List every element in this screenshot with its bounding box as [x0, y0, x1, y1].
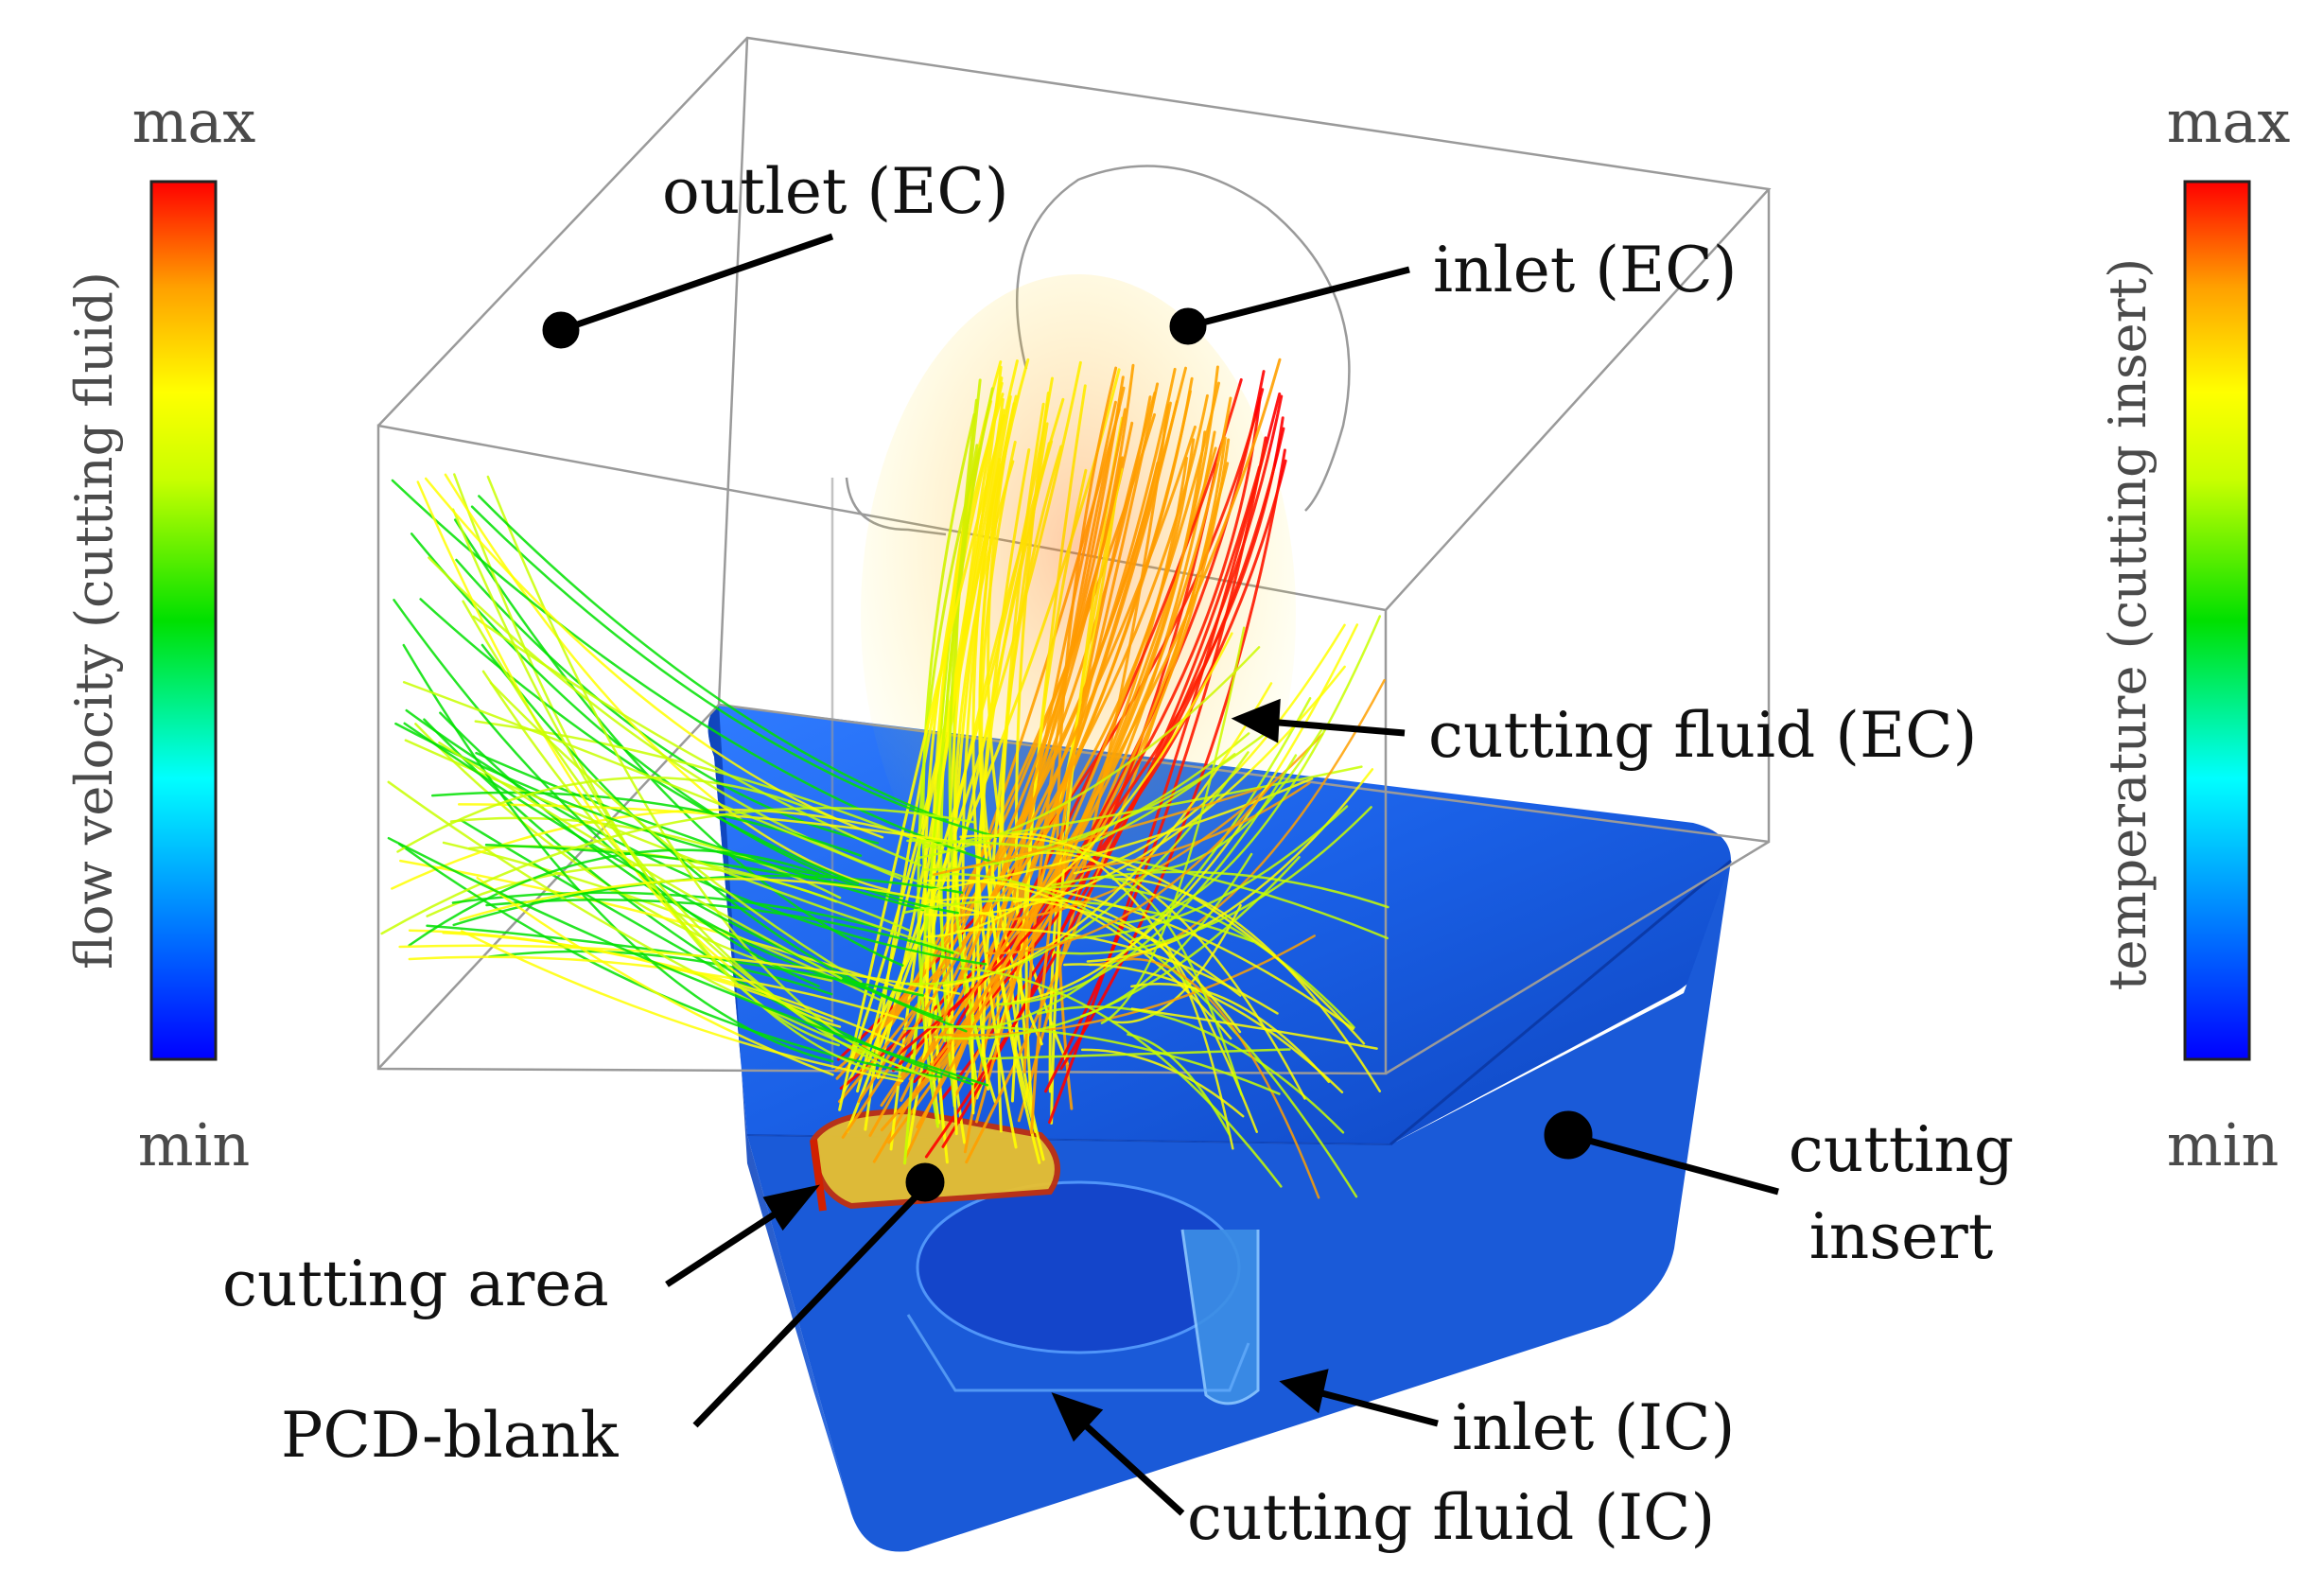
- arrow-cutting-area: [762, 1184, 820, 1231]
- streamline-deflected-left: [475, 751, 925, 912]
- streamline-deflected-left: [424, 477, 884, 839]
- streamline-deflected-left: [487, 950, 833, 996]
- colorbar-right-min-label: min: [2167, 1110, 2280, 1179]
- streamline-deflected-right: [941, 934, 1316, 1037]
- box-inner-edge-1: [717, 37, 749, 706]
- leader-inlet-ec: [1187, 266, 1410, 330]
- legend-flow-velocity: max min flow velocity (cutting fluid): [64, 87, 255, 1179]
- leader-cutting-insert: [1567, 1131, 1779, 1196]
- streamline-deflected-left: [438, 741, 843, 980]
- cutting-edge: [810, 1139, 827, 1212]
- streamline-deflected-left: [442, 932, 905, 1048]
- streamline-deflected-left: [462, 600, 882, 1065]
- streamline-deflected-right: [1130, 1007, 1378, 1050]
- streamline-deflected-left: [430, 791, 863, 857]
- streamline-deflected-left: [439, 711, 870, 991]
- streamline-deflected-left: [486, 475, 912, 1072]
- streamline-deflected-right: [902, 1025, 1281, 1095]
- leader-cutting-fluid-ic: [1075, 1416, 1185, 1516]
- streamline-deflected-left: [485, 899, 954, 954]
- streamline-deflected-left: [408, 848, 820, 947]
- streamline-deflected-left: [481, 643, 944, 1020]
- insert-front-face: [747, 861, 1731, 1552]
- streamline-deflected-right: [1127, 1033, 1232, 1137]
- box-inner-edge-2: [377, 704, 720, 1070]
- box-top-face: [377, 36, 1772, 611]
- streamline-deflected-left: [403, 722, 968, 1033]
- streamline-deflected-left: [459, 878, 1001, 921]
- streamline-deflected-right: [1116, 957, 1320, 1199]
- colorbar-right-max-label: max: [2167, 87, 2291, 156]
- ic-cavity-floor: [906, 1314, 1250, 1392]
- streamline-deflected-right: [934, 855, 1301, 1040]
- streamline-deflected-left: [455, 558, 880, 845]
- jet-glow: [861, 274, 1296, 955]
- colorbar-left-title: flow velocity (cutting fluid): [64, 271, 124, 969]
- leader-cutting-area: [665, 1198, 796, 1287]
- label-inlet-ec: inlet (EC): [1433, 234, 1737, 306]
- label-pcd-blank: PCD-blank: [281, 1399, 620, 1472]
- leader-inlet-ic: [1314, 1388, 1439, 1427]
- label-cutting-area: cutting area: [222, 1248, 609, 1320]
- colorbar-right: [2183, 180, 2251, 1061]
- arrow-inlet-ic: [1279, 1369, 1329, 1414]
- annotations: outlet (EC) inlet (EC) cutting fluid (EC…: [222, 155, 2014, 1554]
- streamline-deflected-left: [396, 776, 835, 853]
- leader-cutting-fluid-ec: [1267, 718, 1406, 737]
- dot-outlet-ec: [542, 311, 580, 349]
- streamline-deflected-right: [995, 754, 1298, 1006]
- streamline-deflected-right: [1086, 768, 1374, 963]
- streamline-deflected-left: [419, 598, 860, 885]
- streamline-deflected-left: [489, 681, 863, 984]
- streamline-deflected-right: [1080, 1048, 1245, 1118]
- streamline-deflected-left: [387, 780, 936, 1081]
- streamline-deflected-left: [410, 533, 959, 915]
- streamline-deflected-left: [478, 495, 947, 821]
- streamline-deflected-left: [476, 876, 834, 1076]
- label-cutting-fluid-ic: cutting fluid (IC): [1187, 1481, 1715, 1554]
- label-outlet-ec: outlet (EC): [662, 155, 1009, 228]
- label-inlet-ic: inlet (IC): [1452, 1391, 1735, 1464]
- insert-edge: [1389, 859, 1732, 1146]
- streamline-deflected-right: [958, 967, 1283, 1188]
- ic-inlet-pipe: [1180, 1229, 1260, 1406]
- streamline-deflected-left: [399, 859, 935, 1001]
- streamline-deflected-left: [393, 599, 820, 987]
- label-cutting-insert-line2: insert: [1809, 1200, 1994, 1273]
- colorbar-left-max-label: max: [132, 87, 256, 156]
- streamline-deflected-left: [472, 615, 922, 867]
- pcd-blank: [810, 1108, 1060, 1210]
- streamline-deflected-left: [387, 836, 989, 1087]
- label-cutting-insert-line1: cutting: [1789, 1113, 2014, 1186]
- colorbar-left: [149, 180, 218, 1061]
- dot-inlet-ec: [1169, 307, 1207, 345]
- streamline-deflected-left: [397, 843, 943, 1079]
- annotation-leaders: [542, 233, 1779, 1516]
- colorbar-left-min-label: min: [138, 1110, 251, 1179]
- streamline-deflected-left: [460, 930, 904, 1083]
- arrow-cutting-fluid-ec: [1231, 698, 1281, 743]
- streamline-deflected-right: [982, 1048, 1291, 1060]
- legend-temperature: max min temperature (cutting insert): [2098, 87, 2290, 1179]
- label-cutting-fluid-ec: cutting fluid (EC): [1428, 699, 1977, 772]
- leader-outlet-ec: [559, 233, 834, 334]
- streamline-deflected-left: [451, 508, 902, 1078]
- colorbar-right-title: temperature (cutting insert): [2098, 258, 2158, 990]
- arrow-cutting-fluid-ic: [1051, 1392, 1104, 1442]
- inlet-ec-ellipse: [1016, 165, 1351, 512]
- streamline-deflected-right: [1111, 903, 1242, 1024]
- streamline-deflected-left: [442, 841, 882, 1002]
- streamline-deflected-right: [1130, 982, 1331, 1084]
- streamline-deflected-left: [380, 807, 976, 935]
- dot-pcd-blank: [905, 1162, 945, 1202]
- streamline-deflected-left: [398, 944, 961, 995]
- dot-cutting-insert: [1544, 1110, 1593, 1160]
- leader-pcd-blank: [692, 1184, 928, 1428]
